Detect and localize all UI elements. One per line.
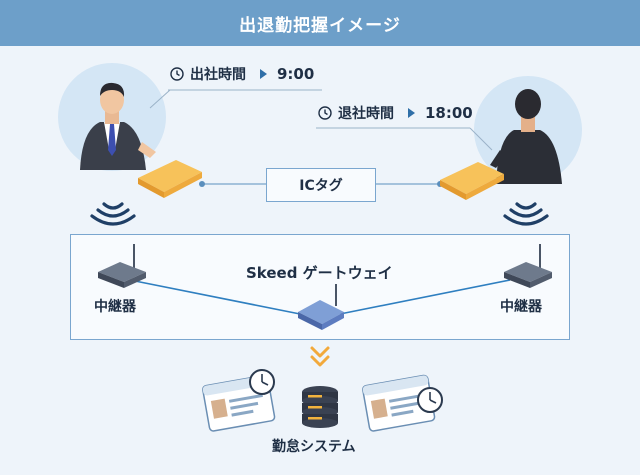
businessman-right-icon [490, 89, 562, 184]
businessman-left-icon [80, 82, 156, 170]
clock-icon [318, 106, 332, 120]
link-left [129, 279, 301, 315]
clock-in-time: 9:00 [277, 65, 315, 83]
page-title: 出退勤把握イメージ [239, 15, 401, 36]
database-server-icon [302, 386, 338, 428]
attendance-system-label: 勤怠システム [272, 439, 356, 455]
clock-left-icon [249, 369, 275, 395]
clock-in-text: 出社時間 [190, 67, 246, 83]
clock-out-leader [469, 127, 493, 151]
gateway-device-icon [298, 284, 344, 330]
arrow-right-icon [260, 69, 267, 79]
arrow-right-icon [408, 108, 415, 118]
link-right [339, 279, 511, 315]
clock-out-time: 18:00 [425, 104, 473, 122]
employee-id-card-right-icon [362, 374, 436, 432]
repeater-left-label: 中継器 [94, 299, 136, 315]
clock-in-label: 出社時間 9:00 [170, 64, 314, 84]
repeater-left-icon [98, 244, 146, 288]
ic-tag-label: ICタグ [299, 178, 343, 194]
header-bar: 出退勤把握イメージ [0, 0, 640, 46]
ic-tag-right-icon [440, 162, 504, 200]
connector-dot-left [199, 181, 205, 187]
down-arrow-icon [310, 346, 330, 367]
clock-right-icon [417, 387, 443, 413]
wireless-signal-left-icon [90, 202, 136, 226]
repeater-right-icon [504, 244, 552, 288]
repeater-right-label: 中継器 [500, 299, 542, 315]
clock-out-text: 退社時間 [338, 106, 394, 122]
ic-tag-left-icon [138, 160, 202, 198]
clock-icon [170, 67, 184, 81]
wireless-signal-right-icon [503, 202, 549, 226]
gateway-label: Skeed ゲートウェイ [246, 264, 393, 282]
ic-tag-label-box: ICタグ [266, 168, 376, 202]
clock-in-leader [149, 89, 171, 109]
clock-out-label: 退社時間 18:00 [318, 103, 473, 123]
